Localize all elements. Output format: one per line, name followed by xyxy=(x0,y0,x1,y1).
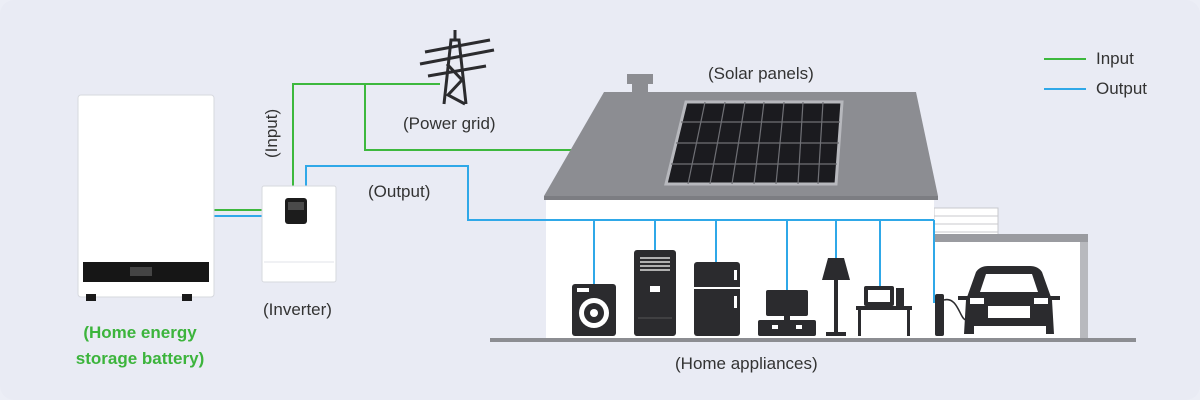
legend-label-input: Input xyxy=(1096,49,1134,68)
legend-label-output: Output xyxy=(1096,79,1148,98)
car-icon xyxy=(958,266,1060,334)
input-label: (Input) xyxy=(262,108,281,158)
battery-label-line2: storage battery) xyxy=(75,349,205,368)
inverter-label: (Inverter) xyxy=(263,300,332,319)
refrigerator-icon xyxy=(694,262,740,336)
battery-label: (Home energy storage battery) xyxy=(40,320,240,372)
legend-swatch-input xyxy=(1044,58,1086,60)
legend-item-input: Input xyxy=(1044,44,1147,74)
charger-icon xyxy=(935,294,967,336)
battery-icon xyxy=(77,94,215,301)
ground-line xyxy=(490,338,1136,342)
desktop-computer-icon xyxy=(856,286,912,336)
transmission-tower-icon xyxy=(419,30,495,106)
power-grid-label: (Power grid) xyxy=(403,114,496,133)
output-label: (Output) xyxy=(368,182,431,201)
battery-label-line1: (Home energy xyxy=(83,323,197,342)
solar-panel-icon xyxy=(664,100,844,186)
solar-panels-label: (Solar panels) xyxy=(708,64,814,83)
air-conditioner-icon xyxy=(634,250,676,336)
floor-lamp-icon xyxy=(822,258,850,336)
garage xyxy=(933,207,1088,340)
home-appliances-label: (Home appliances) xyxy=(675,354,818,373)
inverter-icon xyxy=(261,185,337,283)
legend-item-output: Output xyxy=(1044,74,1147,104)
input-lines xyxy=(214,83,662,211)
grid-to-solar-line xyxy=(364,84,662,151)
grid-to-inverter-line xyxy=(292,83,440,196)
legend: Input Output xyxy=(1044,44,1147,104)
washing-machine-icon xyxy=(572,284,616,336)
television-icon xyxy=(758,290,816,336)
legend-swatch-output xyxy=(1044,88,1086,90)
